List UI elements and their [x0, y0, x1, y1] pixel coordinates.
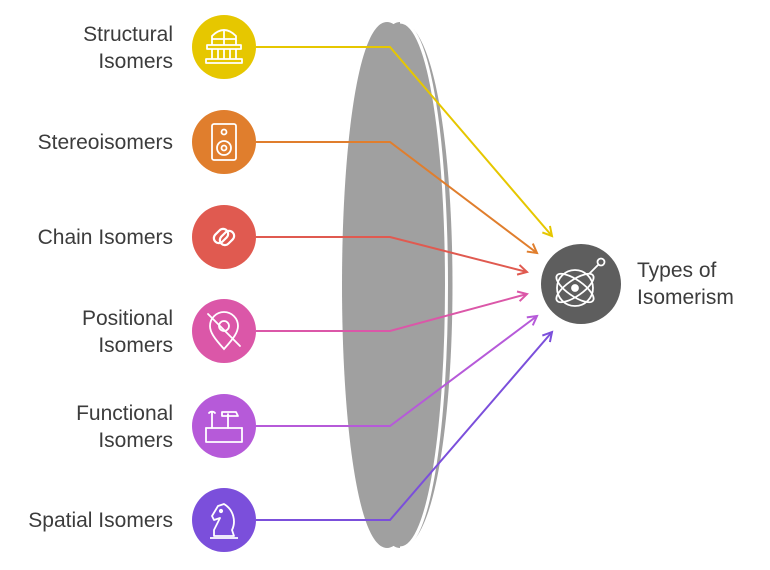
- node-circle-chain: [192, 205, 256, 269]
- atom-icon: [555, 257, 606, 307]
- label-types-of-isomerism: Types of Isomerism: [637, 259, 734, 309]
- lens-front: [342, 22, 432, 548]
- node-circle-functional: [192, 394, 256, 458]
- label-stereoisomers: Stereoisomers: [37, 131, 173, 154]
- toolbox-icon: [205, 410, 243, 443]
- connector-spatial: [256, 332, 552, 521]
- label-structural-isomers: Structural Isomers: [83, 23, 173, 73]
- connector-functional: [256, 316, 537, 427]
- building-icon: [205, 29, 243, 64]
- connector-stereoisomers: [256, 141, 537, 253]
- label-spatial-isomers: Spatial Isomers: [28, 509, 173, 532]
- lens: [342, 20, 453, 550]
- target-circle: [541, 244, 621, 324]
- target-node: [541, 244, 621, 324]
- source-nodes: [192, 15, 256, 552]
- label-functional-isomers: Functional Isomers: [76, 402, 173, 452]
- speaker-icon: [211, 123, 237, 161]
- connector-chain: [256, 236, 527, 272]
- connector-lines: [256, 46, 552, 521]
- node-circle-stereoisomers: [192, 110, 256, 174]
- node-circle-spatial: [192, 488, 256, 552]
- connector-structural: [256, 46, 552, 236]
- connector-positional: [256, 294, 527, 332]
- label-positional-isomers: Positional Isomers: [81, 307, 173, 357]
- lens-rim: [399, 20, 448, 550]
- node-circle-structural: [192, 15, 256, 79]
- label-chain-isomers: Chain Isomers: [37, 226, 173, 249]
- link-icon: [212, 227, 236, 247]
- location-off-icon: [207, 311, 241, 351]
- chess-knight-icon: [210, 503, 238, 539]
